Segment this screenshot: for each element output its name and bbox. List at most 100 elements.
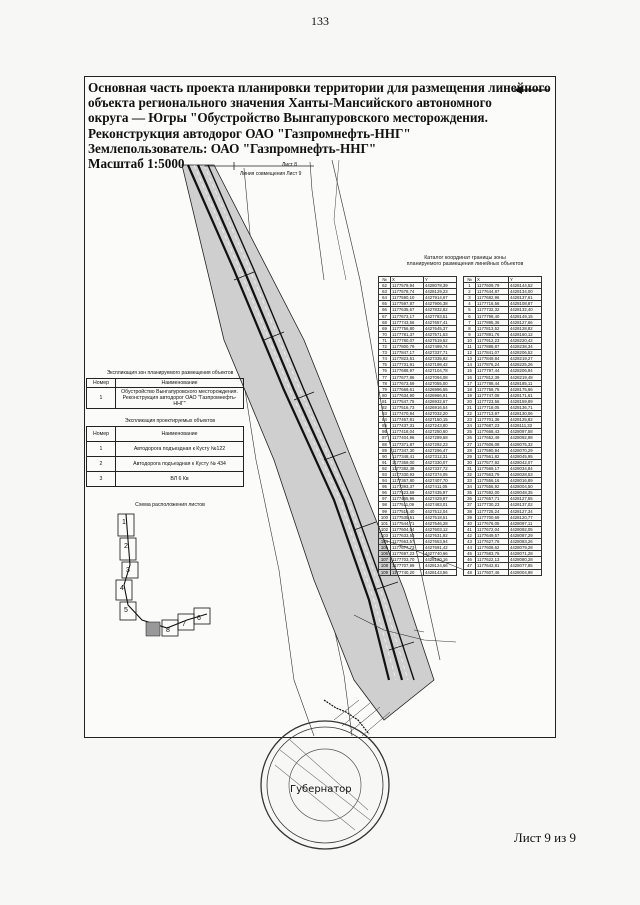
col-name-header: Наименование: [115, 378, 244, 388]
object-name: Автодорога подъездная к Кусту № 434: [115, 456, 244, 472]
coordinate-cell: 4428225,26: [508, 361, 542, 369]
legend-line-symbol: [514, 86, 550, 94]
coordinate-cell: 4428219,27: [508, 355, 542, 363]
coordinate-cell: 4427289,58: [423, 434, 457, 442]
coordinate-cell: 4427150,15: [423, 416, 457, 424]
coordinate-cell: 4428127,66: [508, 318, 542, 326]
coordinate-cell: 4428206,94: [508, 367, 542, 375]
coordinate-cell: 4428185,11: [508, 379, 542, 387]
coordinate-cell: 4428137,02: [508, 501, 542, 509]
page-number: 133: [311, 14, 329, 28]
coordinate-cell: 4428160,12: [508, 330, 542, 338]
coordinate-cell: 4427645,37: [423, 324, 457, 332]
coordinate-cell: 4427512,04: [423, 507, 457, 515]
coordinate-cell: 48: [463, 568, 476, 576]
object-number: 3: [86, 471, 116, 487]
sheet-number: 8: [166, 627, 170, 634]
sheet-number: 3: [126, 567, 130, 574]
coordinate-cell: 4428206,52: [508, 349, 542, 357]
coordinate-cell: 4427292,23: [423, 440, 457, 448]
coordinate-cell: 4428080,28: [508, 556, 542, 564]
header-line: Реконструкция автодорог ОАО "Газпромнефт…: [88, 125, 411, 141]
coordinate-cell: 4428034,84: [508, 464, 542, 473]
coordinate-cell: 4427429,97: [423, 495, 457, 503]
coordinate-cell: 4428042,07: [508, 458, 542, 466]
coordinate-cell: 4428238,34: [508, 343, 542, 351]
coordinate-cell: 4426996,55: [423, 385, 457, 393]
sheet-number: 2: [124, 543, 128, 550]
coordinate-cell: 4428120,16: [423, 556, 457, 564]
coordinate-cell: 4427335,92: [423, 355, 457, 363]
coordinate-cell: 4427518,51: [423, 513, 457, 521]
coordinate-cell: 4427330,07: [423, 458, 457, 466]
coordinate-cell: 4428127,55: [508, 495, 542, 503]
col-number-header: Номер: [86, 426, 116, 442]
col-number-header: Номер: [86, 378, 116, 388]
coordinate-cell: 4427914,67: [423, 294, 457, 302]
explication-objects-title: Экспликация проектируемых объектов: [124, 418, 216, 424]
coordinate-cell: 4427740,66: [423, 550, 457, 558]
coordinate-cell: 4428045,95: [508, 452, 542, 460]
match-line-label: Линия совмещения Лист 9: [240, 171, 302, 177]
coordinate-cell: 4428108,87: [508, 300, 542, 308]
coordinate-cell: 4428097,11: [508, 519, 542, 527]
coordinate-cell: 4427337,72: [423, 464, 457, 473]
road-map-drawing: [181, 160, 465, 736]
header-line: объекта регионального значения Ханты-Ман…: [88, 95, 492, 111]
coordinate-cell: 4428171,61: [508, 391, 542, 399]
coordinate-cell: 4428125,82: [508, 416, 542, 424]
coordinate-cell: 4427104,78: [423, 367, 457, 375]
sheet-number: 7: [182, 621, 186, 628]
coordinate-cell: 4428004,50: [508, 483, 542, 491]
coordinate-cell: 4427519,52: [423, 336, 457, 345]
col-name-header: Наименование: [115, 426, 244, 442]
coordinate-cell: 4427374,05: [423, 470, 457, 479]
coordinate-cell: 4428137,61: [508, 294, 542, 302]
seal-title: Губернатор: [290, 784, 352, 795]
object-name: Автодорога подъездная к Кусту №122: [115, 441, 244, 457]
coordinate-cell: 4427296,47: [423, 446, 457, 454]
coordinate-cell: 4428136,71: [508, 403, 542, 412]
coordinate-cell: 4427243,80: [423, 422, 457, 430]
catalog-title-line: Каталог координат границы зоны: [424, 255, 506, 261]
sheet-number: 4: [120, 585, 124, 592]
coordinate-cell: 4428092,98: [508, 434, 542, 442]
header-line: Землепользователь: ОАО "Газпромнефть-ННГ…: [88, 140, 377, 156]
coordinate-cell: 4428097,58: [508, 428, 542, 436]
coordinate-cell: 4428220,42: [508, 336, 542, 345]
coordinate-cell: 4427094,08: [423, 373, 457, 381]
coordinate-cell: 1177740,20: [390, 568, 424, 576]
